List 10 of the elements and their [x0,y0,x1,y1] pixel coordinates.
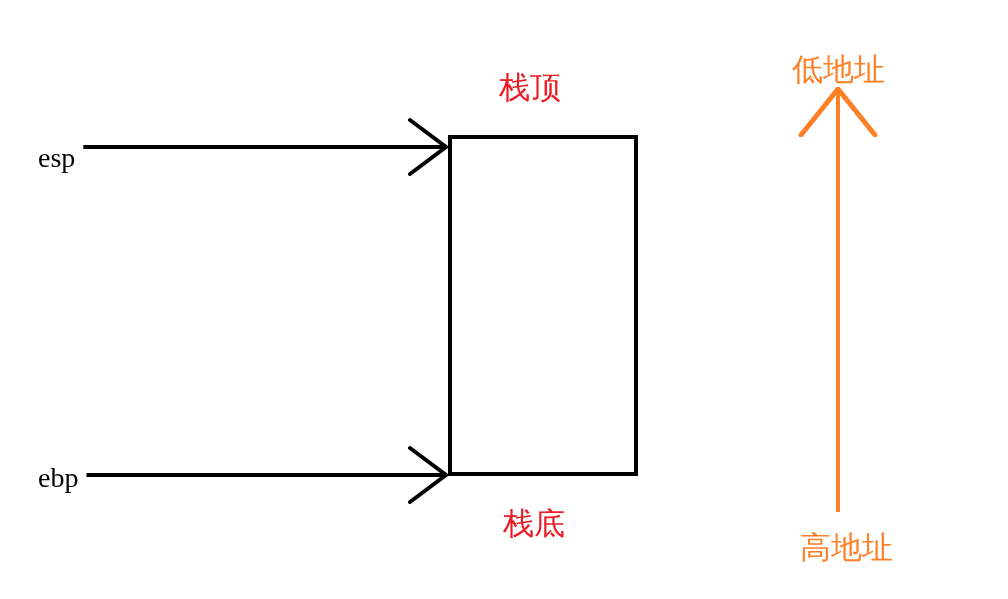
arrow [86,446,448,504]
stack-label: 栈顶 [499,72,561,103]
register-label: ebp [38,464,79,492]
arrow [83,118,448,176]
arrow [798,86,878,512]
stack-label: 栈底 [503,508,565,539]
address-label: 低地址 [791,54,885,85]
address-label: 高地址 [799,532,893,563]
stack-box [448,135,638,476]
register-label: esp [38,144,76,172]
